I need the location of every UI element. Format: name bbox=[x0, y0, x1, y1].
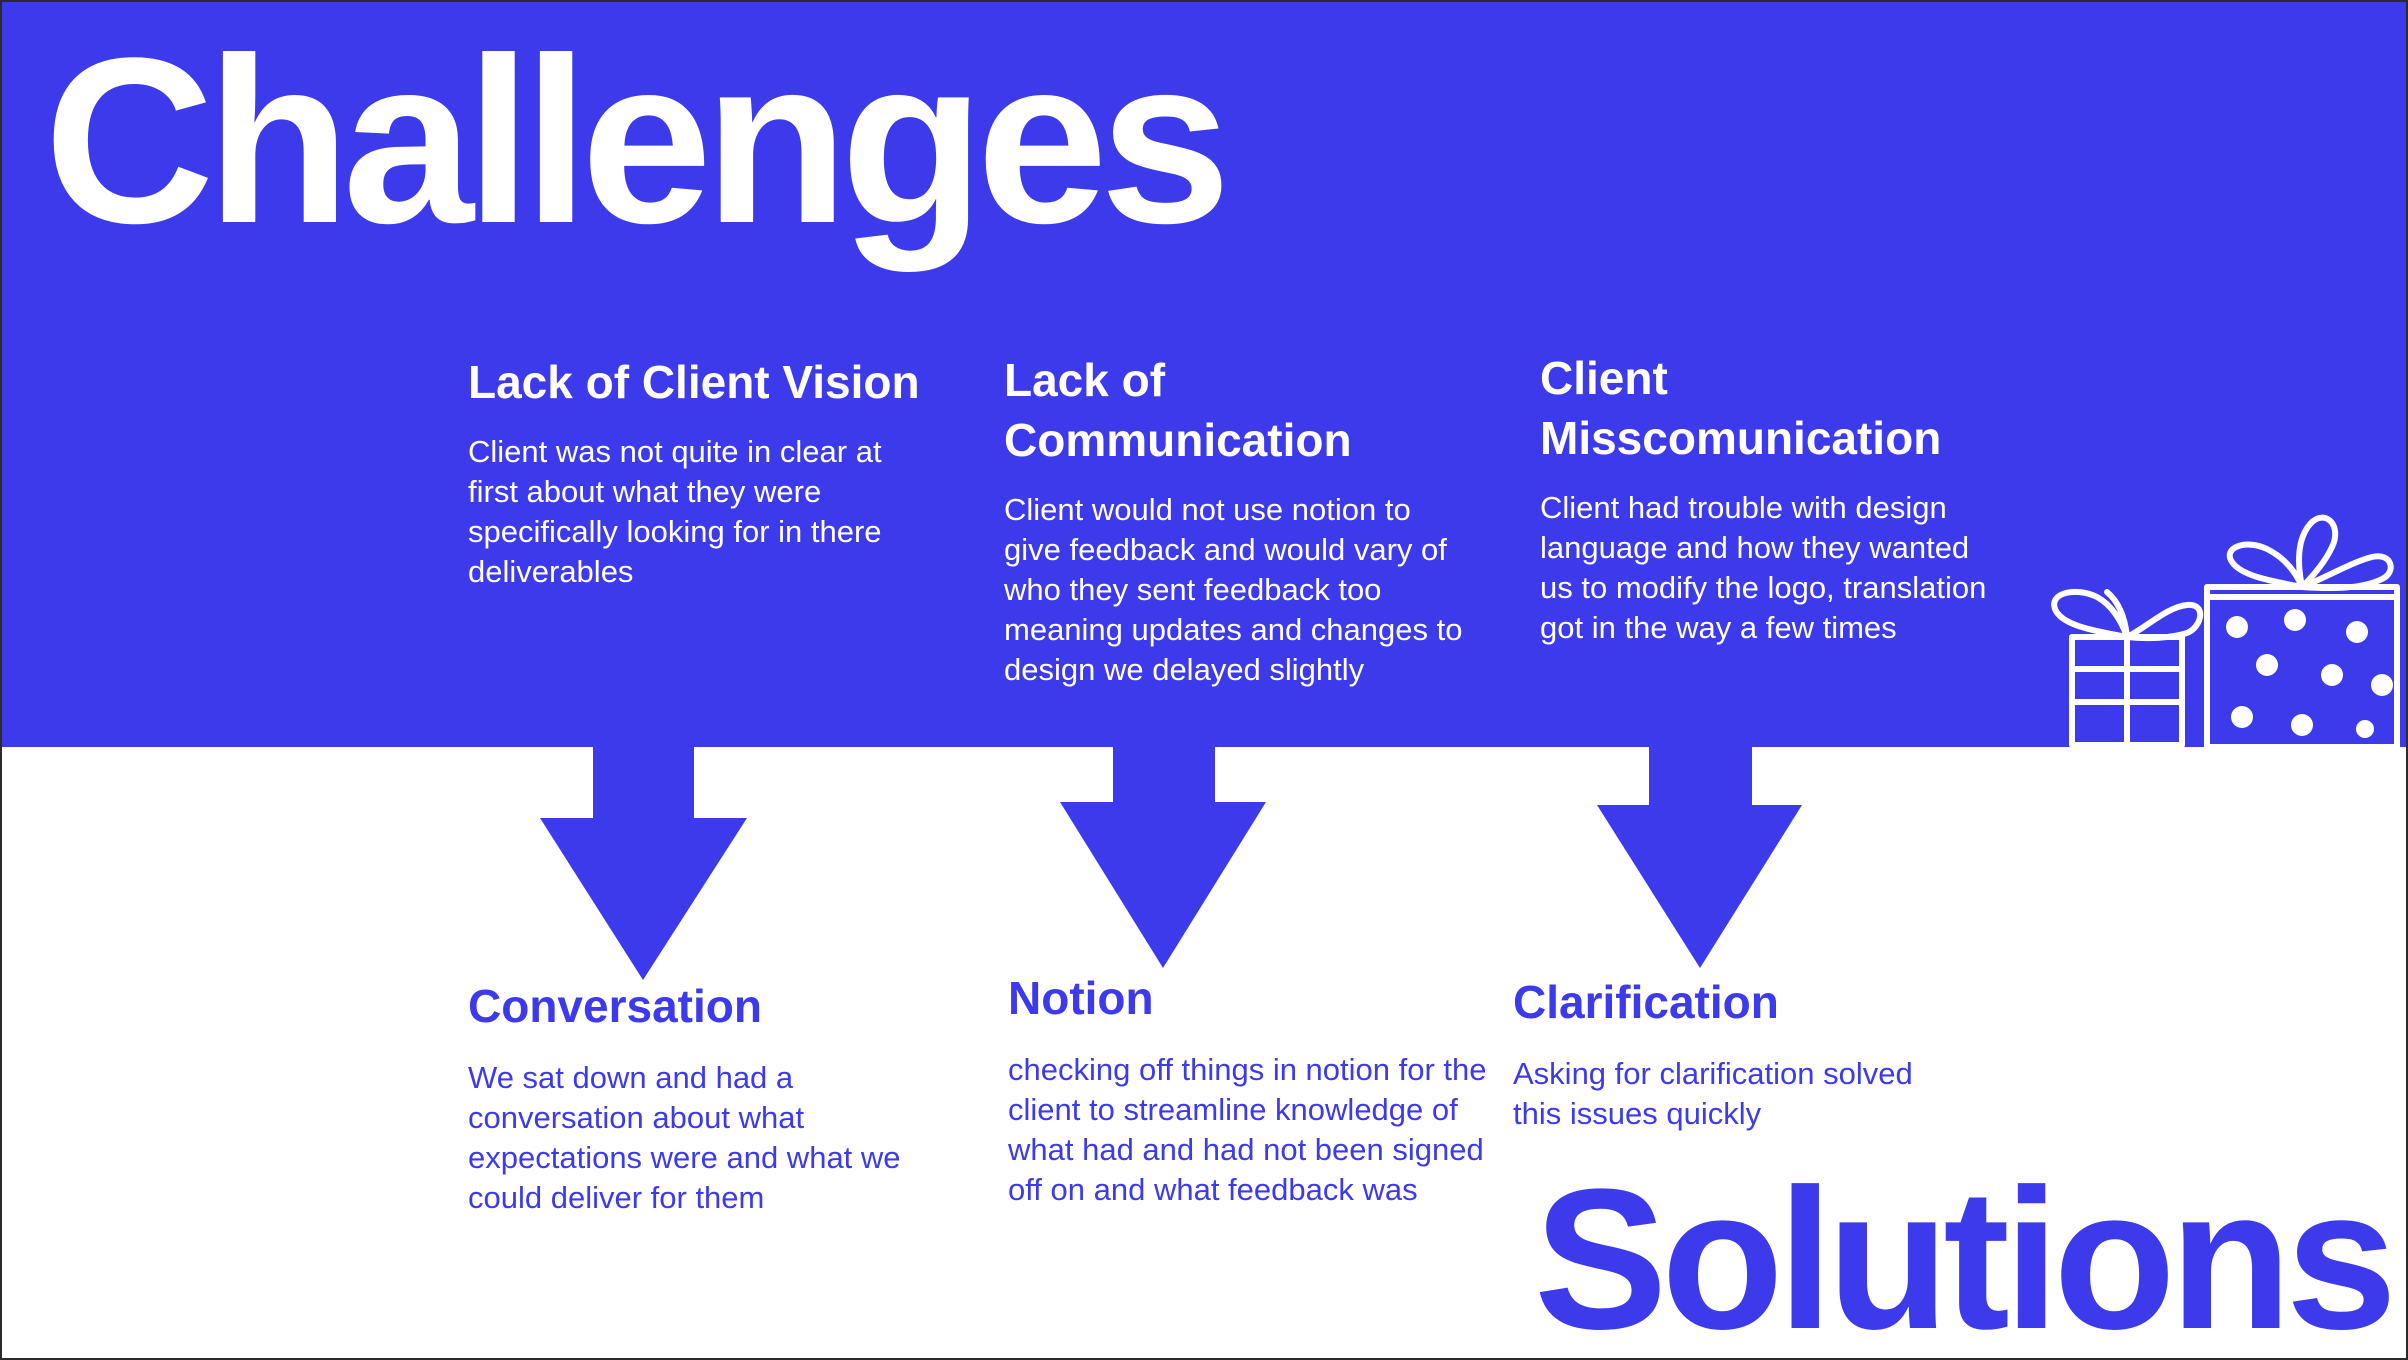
challenge-column-vision: Lack of Client Vision Client was not qui… bbox=[468, 352, 948, 592]
solution-column-notion: Notion checking off things in notion for… bbox=[1008, 968, 1488, 1210]
challenges-band bbox=[2, 2, 2406, 747]
challenge-title: Client Misscomunication bbox=[1540, 352, 1942, 464]
solution-title: Clarification bbox=[1513, 976, 1779, 1028]
solution-body: checking off things in notion for the cl… bbox=[1008, 1052, 1487, 1207]
solution-title: Notion bbox=[1008, 972, 1154, 1024]
challenge-column-communication: Lack of Communication Client would not u… bbox=[1004, 350, 1484, 690]
challenge-body: Client would not use notion to give feed… bbox=[1004, 492, 1463, 687]
solution-body: We sat down and had a conversation about… bbox=[468, 1060, 901, 1215]
down-arrow-icon bbox=[1597, 742, 1802, 968]
solution-column-clarification: Clarification Asking for clarification s… bbox=[1513, 972, 1993, 1134]
challenges-title: Challenges bbox=[44, 9, 1231, 273]
solutions-title: Solutions bbox=[1534, 1148, 2397, 1360]
challenge-column-miscommunication: Client Misscomunication Client had troub… bbox=[1540, 348, 2020, 648]
gift-boxes-icon bbox=[2051, 514, 2400, 747]
solution-column-conversation: Conversation We sat down and had a conve… bbox=[468, 976, 948, 1218]
challenge-body: Client had trouble with design language … bbox=[1540, 490, 1987, 645]
solution-body: Asking for clarification solved this iss… bbox=[1513, 1056, 1913, 1131]
down-arrow-icon bbox=[1060, 742, 1266, 968]
solution-title: Conversation bbox=[468, 980, 762, 1032]
challenge-body: Client was not quite in clear at first a… bbox=[468, 434, 882, 589]
challenge-title: Lack of Communication bbox=[1004, 354, 1352, 466]
challenge-title: Lack of Client Vision bbox=[468, 356, 920, 408]
down-arrow-icon bbox=[540, 742, 747, 980]
